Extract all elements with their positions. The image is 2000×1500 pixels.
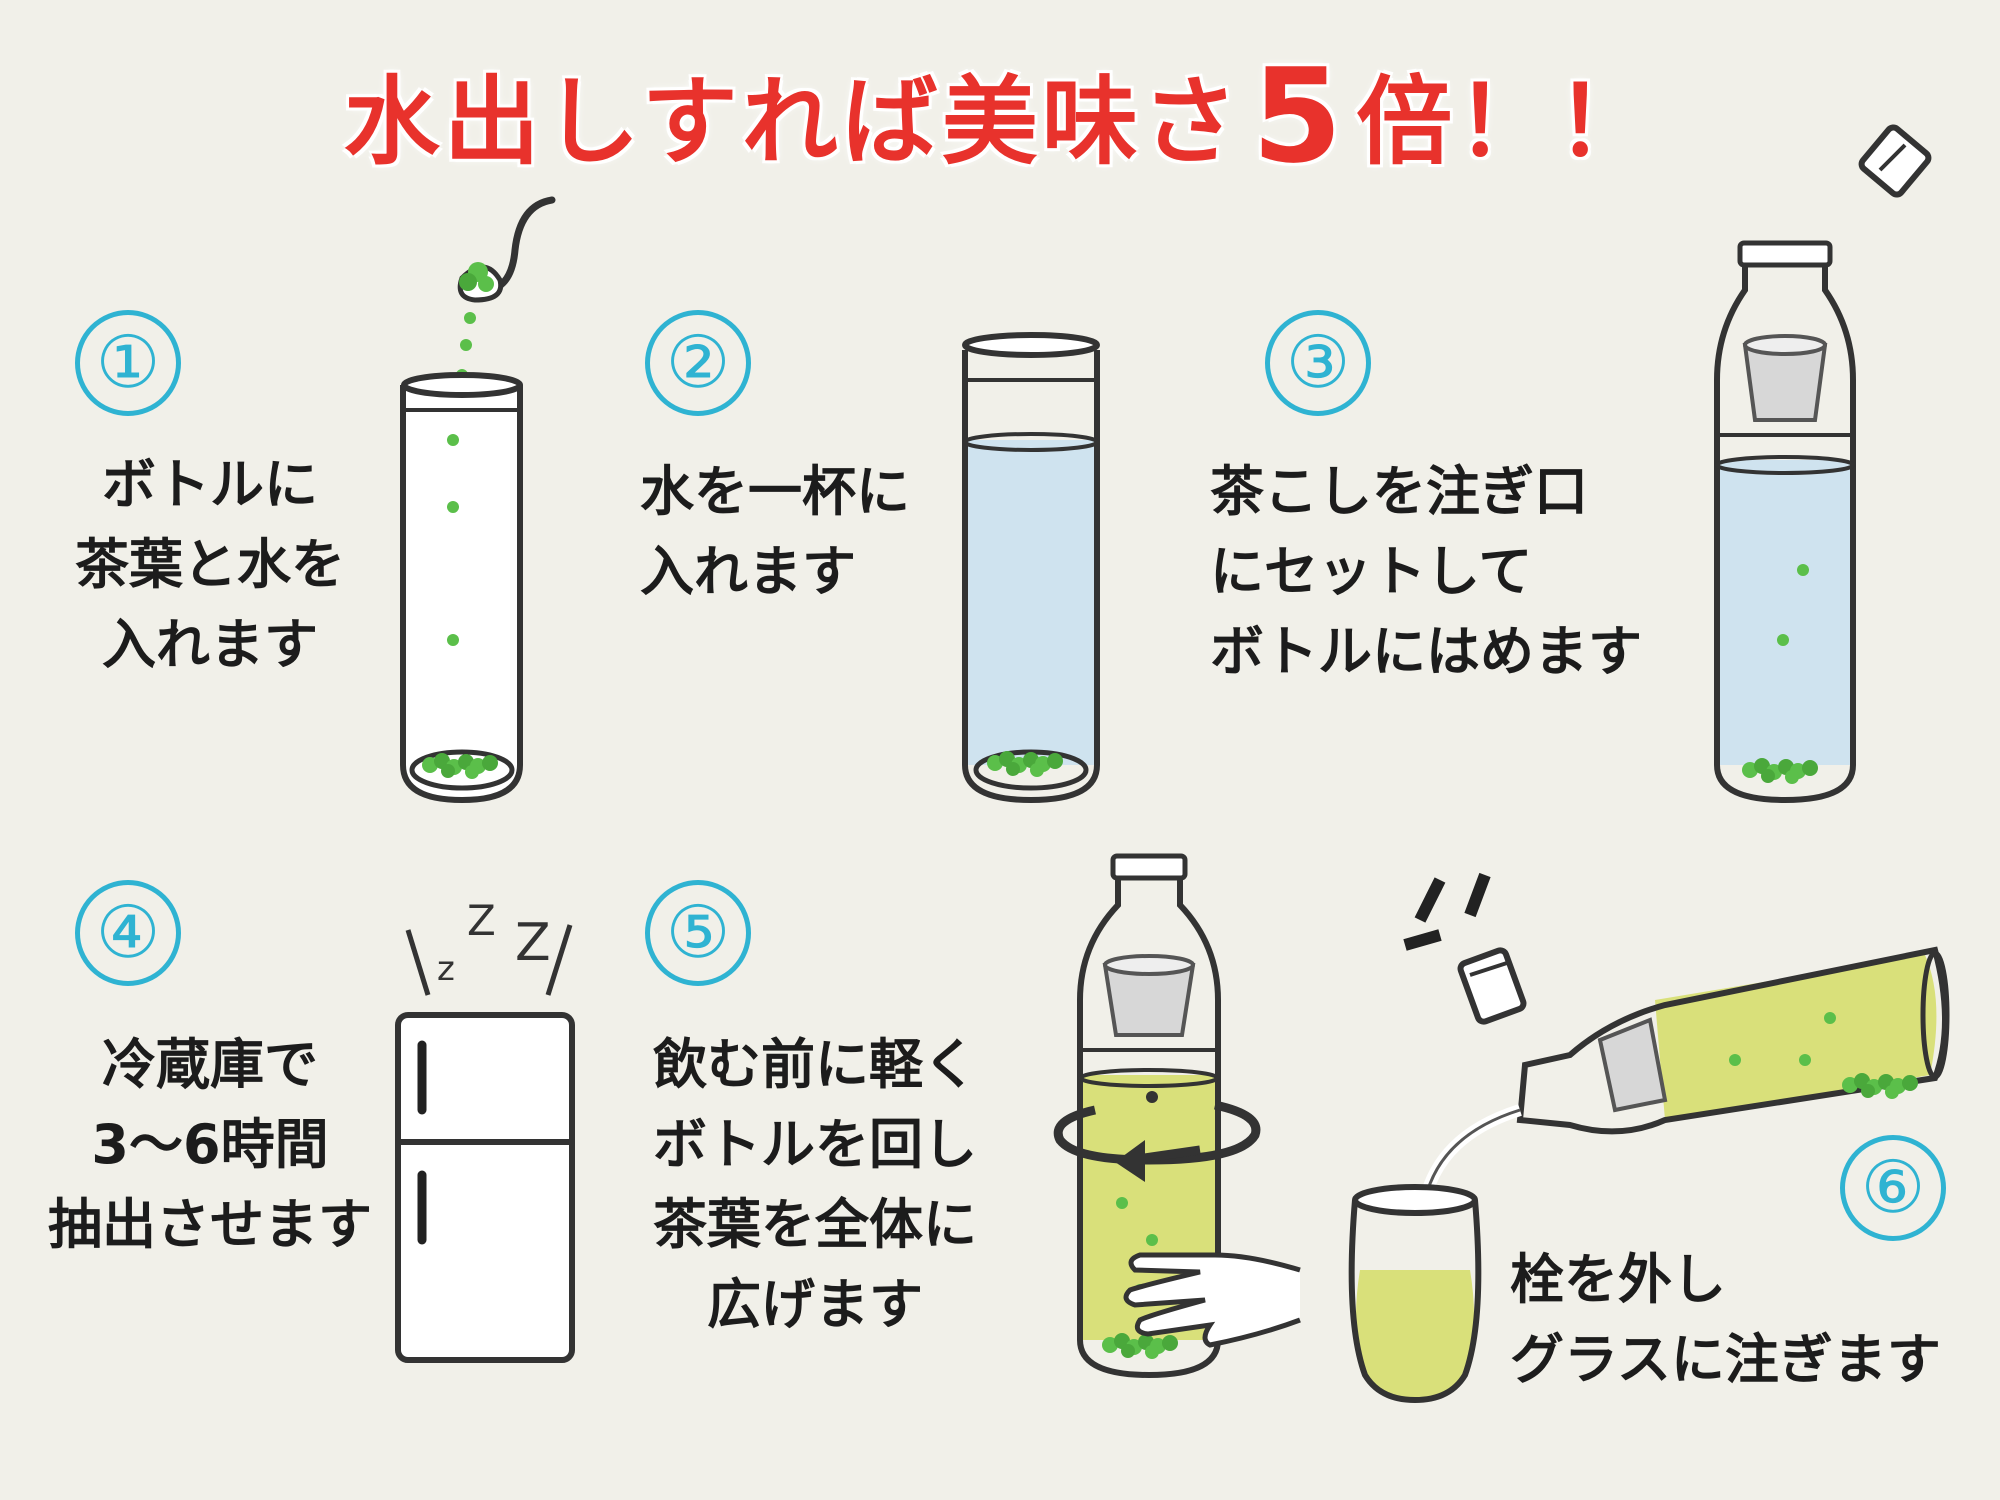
step-4-line-1: 冷蔵庫で — [102, 1033, 318, 1096]
step-6-line-1: 栓を外し — [1510, 1248, 1726, 1311]
step-5-number: ⑤ — [645, 880, 751, 986]
step-2-text: 水を一杯に 入れます — [640, 452, 910, 612]
step-1-number: ① — [75, 310, 181, 416]
cap-icon — [1403, 872, 1527, 1025]
step-6-text: 栓を外し グラスに注ぎます — [1510, 1240, 1941, 1400]
fridge-icon — [395, 1012, 575, 1363]
title-after: 倍！！ — [1356, 66, 1657, 178]
step-5-line-1: 飲む前に軽く — [653, 1033, 977, 1096]
step-1-line-1: ボトルに — [102, 453, 318, 516]
step-1-text: ボトルに 茶葉と水を 入れます — [60, 445, 360, 685]
step-1-line-3: 入れます — [102, 613, 318, 676]
step-5-line-4: 広げます — [707, 1273, 923, 1336]
hand-icon — [1123, 1252, 1301, 1348]
step-5-line-3: 茶葉を全体に — [653, 1193, 977, 1256]
svg-text:z: z — [437, 949, 455, 989]
step-2-line-1: 水を一杯に — [640, 460, 910, 523]
bottle-icon — [1714, 240, 1856, 804]
bottle-icon — [1419, 946, 1950, 1202]
step-6-line-2: グラスに注ぎます — [1510, 1328, 1941, 1391]
step-6-number: ⑥ — [1840, 1135, 1946, 1241]
glass-icon — [1348, 1184, 1482, 1404]
cap-icon — [1858, 124, 1932, 198]
step-3-line-2: にセットして — [1210, 540, 1533, 603]
step-1-line-2: 茶葉と水を — [75, 533, 345, 596]
title-before: 水出しすれば美味さ — [343, 66, 1242, 178]
step-5-text: 飲む前に軽く ボトルを回し 茶葉を全体に 広げます — [630, 1025, 1000, 1345]
sleep-zzz-icon: z Z Z — [405, 896, 573, 996]
svg-text:Z: Z — [467, 896, 496, 945]
step-3-line-1: 茶こしを注ぎ口 — [1210, 460, 1588, 523]
step-3-number: ③ — [1265, 310, 1371, 416]
spoon-icon — [456, 196, 556, 381]
step-2-line-2: 入れます — [640, 540, 856, 603]
step-4-line-3: 抽出させます — [48, 1193, 372, 1256]
title-number: 5 — [1251, 40, 1347, 192]
step-4-line-2: 3〜6時間 — [91, 1113, 329, 1176]
step-2-number: ② — [645, 310, 751, 416]
step-4-text: 冷蔵庫で 3〜6時間 抽出させます — [35, 1025, 385, 1265]
step-3-line-3: ボトルにはめます — [1210, 620, 1642, 683]
rotate-arrow-icon — [1053, 1100, 1261, 1182]
step-3-text: 茶こしを注ぎ口 にセットして ボトルにはめます — [1210, 452, 1642, 692]
step-4-number: ④ — [75, 880, 181, 986]
svg-text:Z: Z — [515, 913, 551, 973]
bottle-icon — [400, 372, 523, 804]
step-5-line-2: ボトルを回し — [653, 1113, 977, 1176]
bottle-icon — [962, 332, 1100, 804]
